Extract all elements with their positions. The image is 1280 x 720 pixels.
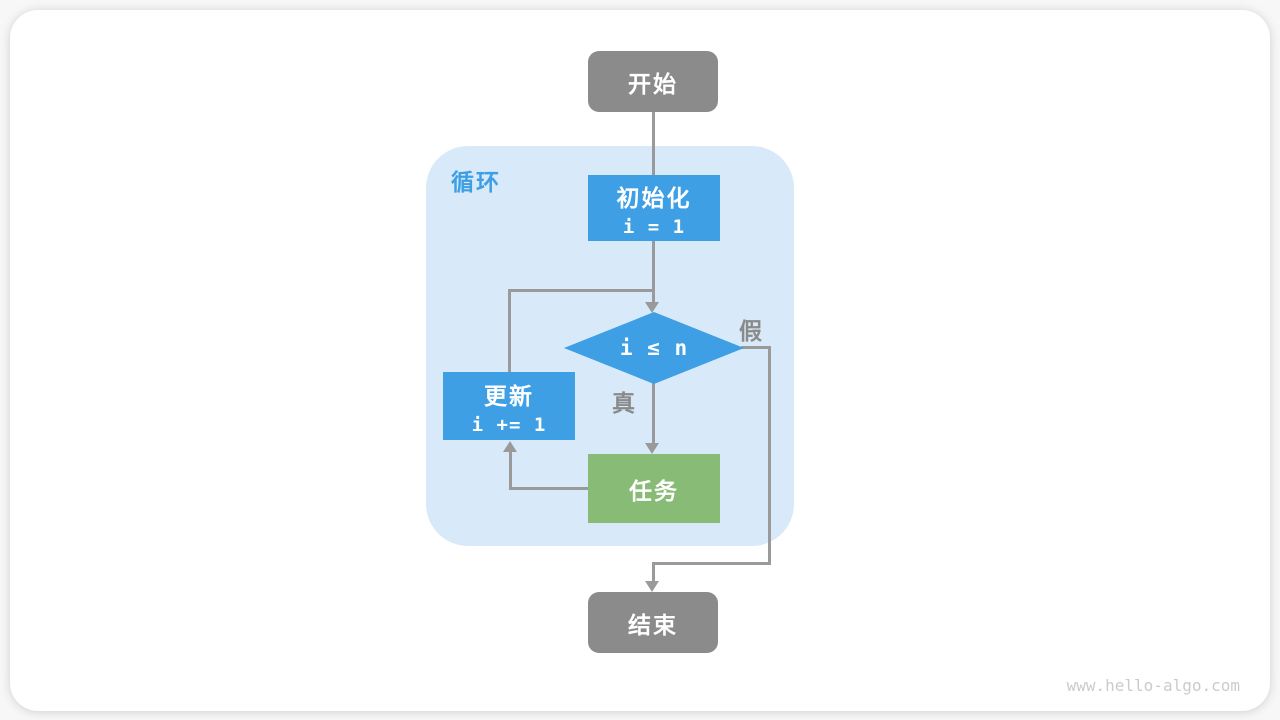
- node-task: 任务: [588, 454, 720, 523]
- arrowhead-into-condition-icon: [645, 302, 659, 313]
- edge-label-true: 真: [612, 390, 635, 416]
- arrowhead-into-end-icon: [645, 581, 659, 592]
- edge-false-vertical: [768, 346, 771, 565]
- edge-false-horizontal-top: [741, 346, 771, 349]
- loop-label: 循环: [451, 169, 501, 195]
- edge-loopback-vertical: [508, 289, 511, 373]
- arrowhead-into-task-icon: [645, 443, 659, 454]
- node-update-label: 更新: [484, 382, 534, 409]
- edge-label-false: 假: [739, 318, 762, 344]
- node-condition-label: i ≤ n: [619, 336, 689, 360]
- edge-condition-task: [652, 382, 655, 444]
- arrowhead-into-update-icon: [503, 441, 517, 452]
- node-start: 开始: [588, 51, 718, 112]
- edge-into-end: [652, 562, 655, 583]
- node-end: 结束: [588, 592, 718, 653]
- node-end-label: 结束: [628, 611, 678, 638]
- edge-start-init: [652, 112, 655, 176]
- edge-loopback-horizontal: [508, 289, 655, 292]
- watermark: www.hello-algo.com: [1066, 676, 1240, 695]
- edge-task-update-vertical: [509, 452, 512, 490]
- node-init-code: i = 1: [622, 215, 686, 238]
- edge-init-condition: [652, 240, 655, 304]
- node-init-label: 初始化: [616, 184, 692, 211]
- node-update: 更新 i += 1: [443, 372, 575, 440]
- node-update-code: i += 1: [471, 413, 547, 436]
- node-task-label: 任务: [629, 477, 679, 504]
- edge-false-horizontal-bottom: [652, 562, 771, 565]
- node-start-label: 开始: [628, 70, 678, 97]
- edge-task-update-horizontal: [509, 487, 589, 490]
- node-init: 初始化 i = 1: [588, 175, 720, 241]
